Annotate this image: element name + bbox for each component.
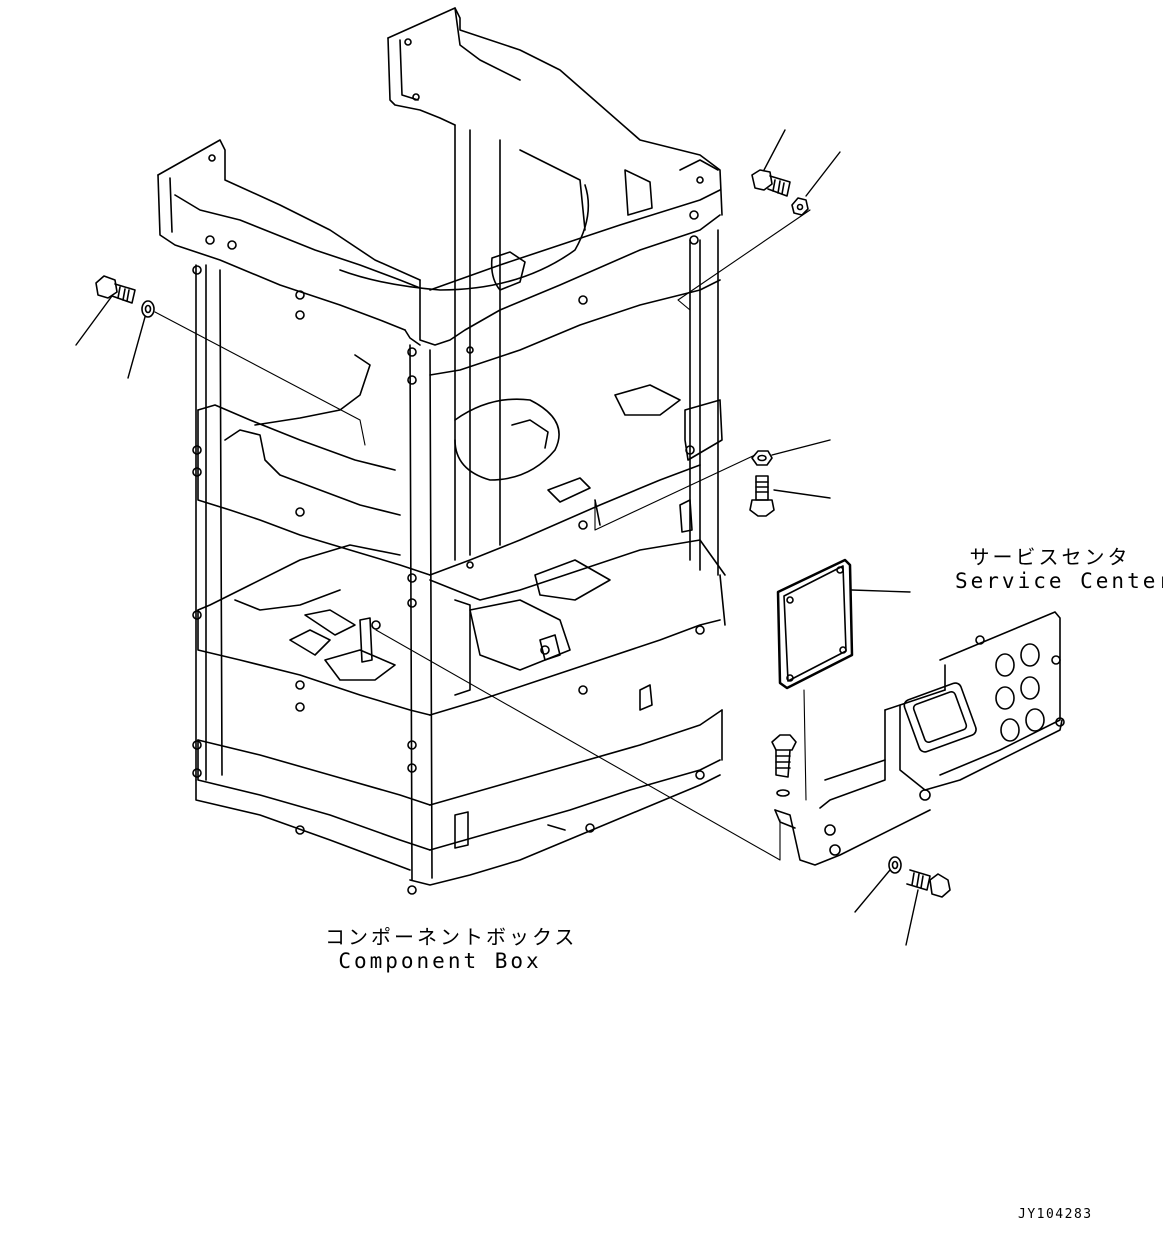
- cover-plate: [776, 558, 854, 690]
- service-center-bracket: [774, 611, 1065, 866]
- bolt-top-right: [751, 169, 791, 197]
- bolt-right-middle: [749, 475, 775, 517]
- drawing-code: JY104283: [1018, 1207, 1093, 1222]
- component-box-label-jp: コンポーネントボックス: [325, 925, 578, 949]
- washer-bottom-right: [888, 856, 902, 874]
- component-box-label-en: Component Box: [338, 949, 542, 973]
- frame-holes: [192, 38, 705, 895]
- leader-lines: [75, 129, 919, 946]
- assembly-lines: [154, 209, 811, 861]
- service-center-label-jp: サービスセンタ: [969, 545, 1131, 569]
- bolt-bottom-right: [906, 869, 951, 898]
- bolt-top-left: [95, 275, 136, 304]
- washer-top-left: [141, 300, 155, 318]
- nut-right-middle: [751, 450, 773, 466]
- service-center-label-en: Service Center: [955, 569, 1163, 593]
- service-center-label: サービスセンタ Service Center: [955, 545, 1163, 594]
- component-box-frame: [157, 7, 726, 886]
- component-box-label: コンポーネントボックス Component Box: [325, 925, 578, 974]
- nut-top-right: [791, 197, 809, 216]
- bolt-cover-vertical: [771, 734, 797, 797]
